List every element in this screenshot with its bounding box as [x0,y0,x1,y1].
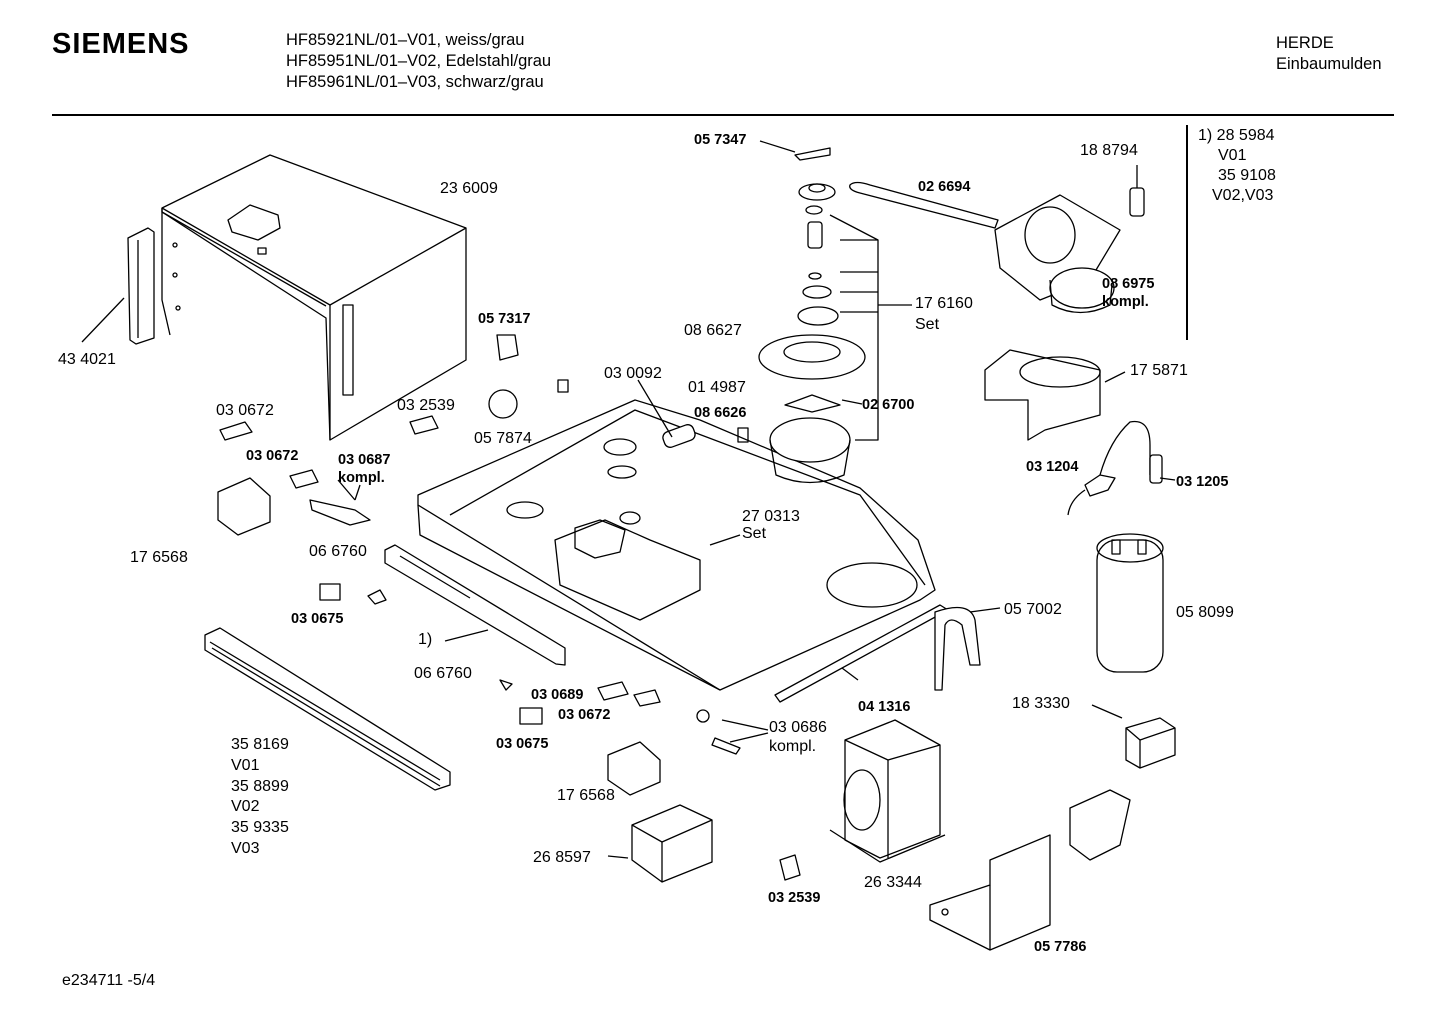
part-label: 35 9335 [231,819,289,837]
footnote-block: 1) 28 5984 V01 35 9108 V02,V03 [1198,126,1276,206]
front-profile [204,627,451,791]
part-label: 03 1204 [1026,459,1079,475]
part-label: 05 8099 [1176,604,1234,621]
part-label: 06 6760 [309,543,367,560]
transformer [829,719,946,863]
part-label: 03 2539 [397,397,455,414]
part-label: 03 0689 [531,687,584,703]
part-label: 17 6568 [130,549,188,566]
part-label: kompl. [338,470,385,486]
side-rail [81,227,155,345]
part-label: Set [742,525,767,542]
part-label: 26 3344 [864,874,922,891]
part-label: 23 6009 [440,180,498,197]
part-label: V03 [231,839,260,857]
part-label: 06 6760 [414,665,472,682]
part-label: 03 0687 [338,452,391,468]
small-parts [217,334,801,881]
part-label: 08 6975 [1102,276,1155,292]
part-label: 35 8899 [231,777,289,795]
part-label: 18 3330 [1012,695,1070,712]
category: HERDE Einbaumulden [1276,33,1382,75]
model-line: HF85921NL/01–V01, weiss/grau [286,31,525,49]
part-label: 18 8794 [1080,142,1138,159]
footnote-line: 35 9108 [1218,167,1276,184]
wiring-harness [1067,420,1176,516]
part-label: 17 5871 [1130,362,1188,379]
model-list: HF85921NL/01–V01, weiss/grau HF85951NL/0… [286,30,551,93]
part-label: 26 8597 [533,849,591,866]
part-label: 08 6627 [684,322,742,339]
part-label: V02 [231,798,260,816]
part-label: 03 0672 [558,707,611,723]
brand-logo: SIEMENS [52,28,190,60]
part-label-group: 35 8169 V01 35 8899 V02 35 9335 V03 [231,735,289,860]
part-label: 04 1316 [858,699,911,715]
fan-motor [994,165,1145,314]
note-divider [1186,125,1188,340]
part-label: 05 7874 [474,430,532,447]
part-label: kompl. [1102,294,1149,310]
part-label: 05 7347 [694,132,747,148]
part-label: 03 0672 [246,448,299,464]
bracket [934,606,1001,691]
capacitor [1096,533,1164,673]
base-tray [417,399,936,691]
part-label: 02 6694 [918,179,971,195]
part-label: 03 0675 [496,736,549,752]
part-label: 35 8169 [231,736,289,753]
front-trim [384,544,566,666]
part-label: 27 0313 [742,508,800,525]
mount-bracket [1069,789,1131,861]
footnote-line: V02,V03 [1212,187,1274,204]
part-label: V01 [231,756,260,774]
cover-plate [929,834,1051,951]
part-label: 03 2539 [768,890,821,906]
drawing-reference: e234711 -5/4 [62,972,156,989]
motor-stack [758,140,912,484]
part-label: 05 7002 [1004,601,1062,618]
part-label: 03 0686 [769,719,827,736]
part-label: 03 0672 [216,402,274,419]
part-label: 01 4987 [688,379,746,396]
part-label: 08 6626 [694,405,747,421]
model-line: HF85951NL/01–V02, Edelstahl/grau [286,52,552,70]
part-label: Set [915,316,940,333]
category-line: Einbaumulden [1276,55,1382,73]
fan-housing [984,349,1126,441]
part-label: 03 0675 [291,611,344,627]
part-label: 03 1205 [1176,474,1229,490]
category-line: HERDE [1276,34,1334,52]
part-label: 17 6568 [557,787,615,804]
header-divider [52,114,1394,116]
part-label: 43 4021 [58,351,116,368]
wire-loop [849,181,999,229]
magnetron [607,804,713,883]
part-label: 1) [418,631,433,648]
part-label: 17 6160 [915,295,973,312]
part-label: 05 7317 [478,311,531,327]
part-label: kompl. [769,738,817,755]
footnote-line: V01 [1218,147,1247,164]
cabinet-housing [161,154,467,441]
part-label: 03 0092 [604,365,662,382]
part-label: 02 6700 [862,397,915,413]
model-line: HF85961NL/01–V03, schwarz/grau [286,73,544,91]
footnote-line: 1) 28 5984 [1198,127,1275,144]
part-label: 05 7786 [1034,939,1087,955]
relay [1091,704,1176,769]
